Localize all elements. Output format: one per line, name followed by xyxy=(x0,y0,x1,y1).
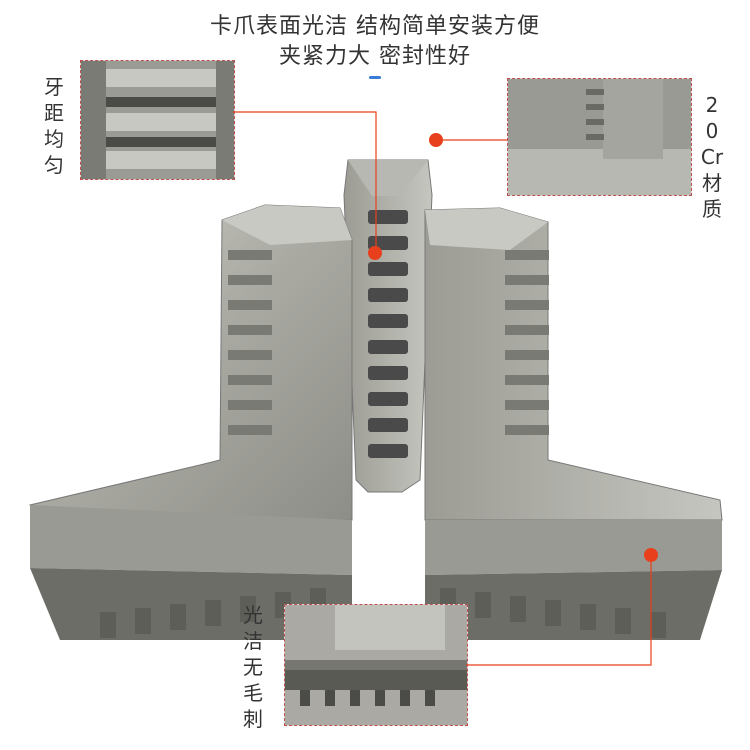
accent-bar xyxy=(369,76,381,79)
inset-material xyxy=(507,78,692,196)
left-jaw-ribs xyxy=(228,250,272,435)
headline-line1: 卡爪表面光洁 结构简单安装方便 xyxy=(210,14,540,39)
left-jaw xyxy=(29,204,353,640)
center-jaw-slots xyxy=(368,210,408,458)
center-jaw xyxy=(343,159,433,493)
headline-line2: 夹紧力大 密封性好 xyxy=(279,44,471,69)
right-jaw-ribs xyxy=(505,250,549,435)
inset-finish xyxy=(284,604,468,726)
right-jaw xyxy=(424,207,723,640)
marker-dot-finish xyxy=(644,548,658,562)
label-finish: 光洁无毛刺 xyxy=(243,603,263,731)
marker-dot-material xyxy=(429,133,443,147)
label-tooth-pitch: 牙距均匀 xyxy=(44,75,64,177)
marker-dot-tooth xyxy=(368,246,382,260)
label-material: 20Cr材质 xyxy=(700,93,724,221)
inset-tooth-pitch xyxy=(80,60,235,180)
